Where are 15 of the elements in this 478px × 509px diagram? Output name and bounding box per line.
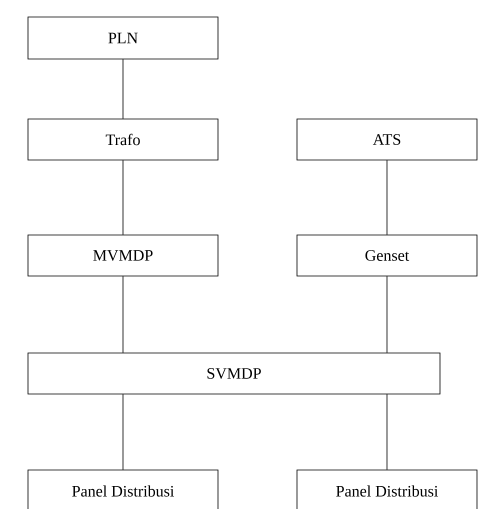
connector-line [386,276,388,353]
connector-line [386,160,388,235]
process-box: MVMDP [28,234,218,276]
process-box: Panel Distribusi [296,470,478,509]
connector-line [386,394,388,470]
process-box: Genset [296,234,478,276]
connector-line [122,160,124,235]
connector-line [122,394,124,470]
connector-line [122,59,124,119]
connector-line [122,276,124,353]
process-box: Trafo [28,118,218,160]
process-box: ATS [296,118,478,160]
process-box: SVMDP [28,352,440,394]
process-box: Panel Distribusi [28,470,218,509]
process-box: PLN [28,16,218,60]
